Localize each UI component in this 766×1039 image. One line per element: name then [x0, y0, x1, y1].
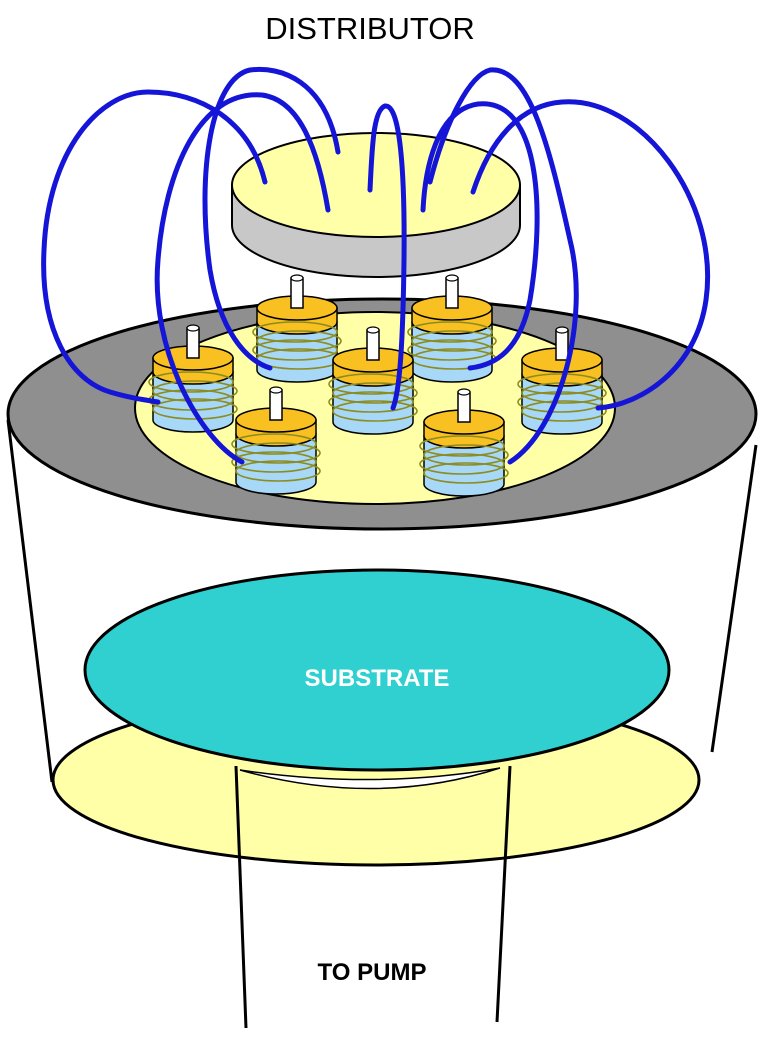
source-nozzle-top	[269, 386, 283, 394]
distribution-tube	[154, 92, 331, 465]
heater-coil-turn	[235, 442, 321, 464]
evaporation-source	[328, 326, 418, 435]
heater-coil-turn	[231, 451, 317, 473]
heater-coil-turn	[231, 433, 317, 455]
source-nozzle-top	[445, 274, 459, 282]
distribution-tube	[427, 67, 579, 465]
heater-coil-turn	[407, 339, 493, 361]
heater-coil-turn	[419, 435, 505, 457]
base-ring-opening	[239, 767, 501, 790]
source-nozzle-top	[186, 324, 200, 332]
heater-coil-turn	[521, 400, 607, 422]
heater-coil-turn	[407, 321, 493, 343]
source-nozzle-top	[366, 326, 380, 334]
heater-coil-turn	[411, 330, 497, 352]
source-nozzle-top	[555, 326, 569, 334]
distribution-tube	[470, 99, 710, 411]
pump-pipe-left-line	[234, 765, 248, 1029]
heater-coil-turn	[152, 380, 238, 402]
heater-coil-turn	[332, 400, 418, 422]
source-nozzle	[186, 327, 200, 359]
source-nozzle	[457, 391, 471, 423]
pump-pipe-right-line	[495, 765, 512, 1023]
chamber-right-wall	[710, 444, 758, 753]
evaporation-source	[407, 274, 497, 383]
heater-coil-turn	[235, 460, 321, 482]
source-nozzle	[366, 329, 380, 361]
distribution-tube	[367, 103, 407, 411]
heater-coil-turn	[256, 330, 342, 352]
heater-coil-turn	[148, 371, 234, 393]
evaporation-source	[419, 388, 509, 497]
heater-coil-turn	[252, 321, 338, 343]
distribution-tube	[420, 101, 540, 371]
heater-coil-turn	[328, 373, 414, 395]
substrate-label: SUBSTRATE	[305, 665, 450, 692]
source-nozzle-top	[457, 388, 471, 396]
source-nozzle-top	[290, 274, 304, 282]
heater-coil-turn	[328, 391, 414, 413]
distribution-tubes	[41, 66, 710, 465]
evaporation-source	[252, 274, 342, 383]
heater-coil-turn	[332, 382, 418, 404]
pump-label: TO PUMP	[318, 959, 427, 986]
substrate-disk	[83, 568, 671, 772]
heater-coil-turn	[419, 453, 505, 475]
heater-coil-turn	[152, 398, 238, 420]
distribution-tube	[202, 66, 341, 371]
source-nozzle	[445, 277, 459, 309]
chamber-left-wall	[6, 419, 54, 783]
heater-coil-turn	[423, 462, 509, 484]
evaporation-sources	[148, 274, 607, 497]
distributor-label: DISTRIBUTOR	[265, 11, 475, 46]
source-nozzle	[269, 389, 283, 421]
heater-coil-turn	[252, 339, 338, 361]
evaporation-source	[231, 386, 321, 495]
distribution-tube	[41, 89, 268, 405]
evaporation-source	[517, 326, 607, 435]
source-nozzle	[555, 329, 569, 361]
heater-coil-turn	[423, 444, 509, 466]
source-nozzle	[290, 277, 304, 309]
